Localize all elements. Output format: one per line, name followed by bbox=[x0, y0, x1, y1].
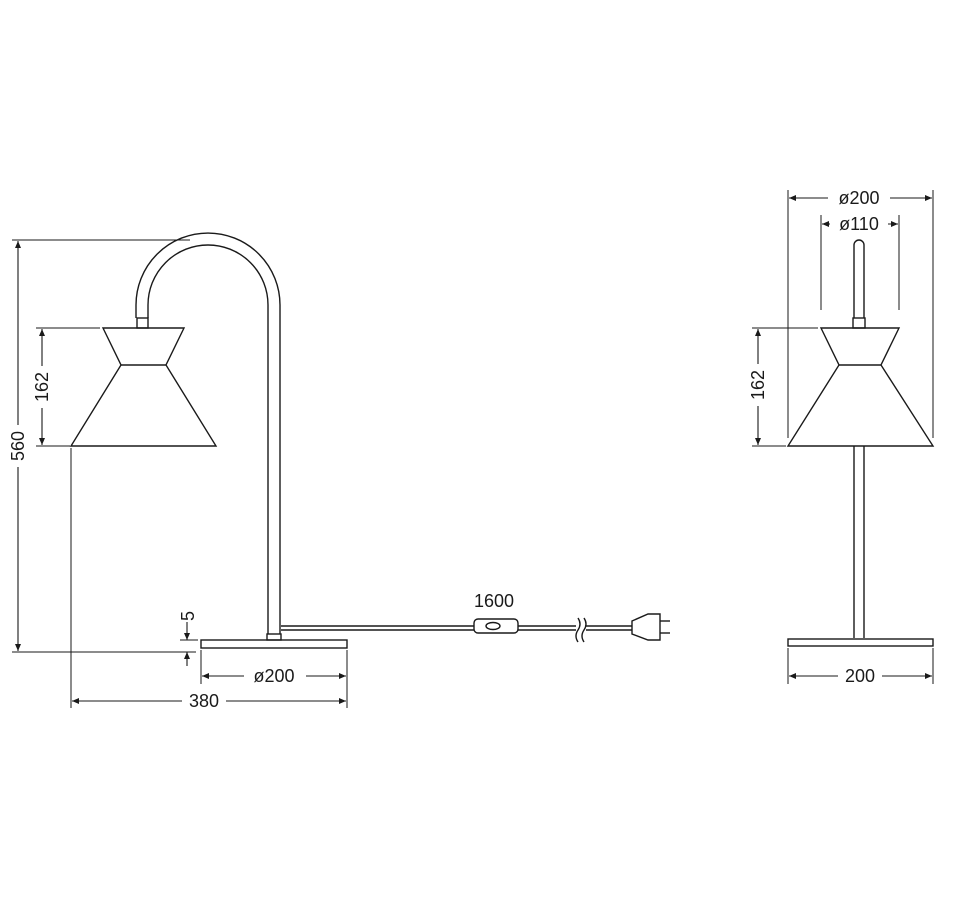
label-front-shade-height: 162 bbox=[748, 370, 768, 400]
side-stem-arm bbox=[147, 244, 269, 634]
front-stem-top bbox=[853, 239, 865, 318]
cable-break-1 bbox=[575, 617, 581, 643]
label-base-width: 200 bbox=[845, 666, 875, 686]
side-shade-connector bbox=[136, 317, 149, 329]
label-shade-height: 162 bbox=[32, 372, 52, 402]
side-stem-arm-outer bbox=[135, 232, 281, 634]
label-base-thickness: 5 bbox=[178, 611, 198, 621]
label-shade-top-diameter: ø110 bbox=[839, 214, 879, 234]
switch-knob bbox=[485, 621, 501, 631]
label-base-diameter: ø200 bbox=[253, 666, 294, 686]
label-cable-length: 1600 bbox=[474, 591, 514, 611]
side-base bbox=[200, 639, 348, 649]
front-shade-connector bbox=[852, 317, 866, 329]
front-view: ø200 ø110 162 200 bbox=[748, 187, 935, 687]
inline-switch bbox=[473, 618, 519, 634]
side-shade bbox=[69, 327, 218, 447]
side-base-collar bbox=[266, 633, 282, 641]
cable-break-2 bbox=[581, 617, 587, 643]
label-shade-diameter: ø200 bbox=[838, 188, 879, 208]
plug bbox=[631, 613, 661, 641]
label-total-depth: 380 bbox=[189, 691, 219, 711]
side-view: 560 162 5 ø200 380 1600 bbox=[8, 232, 670, 712]
label-total-height: 560 bbox=[8, 431, 28, 461]
front-shade bbox=[786, 327, 935, 447]
front-base bbox=[787, 638, 934, 647]
